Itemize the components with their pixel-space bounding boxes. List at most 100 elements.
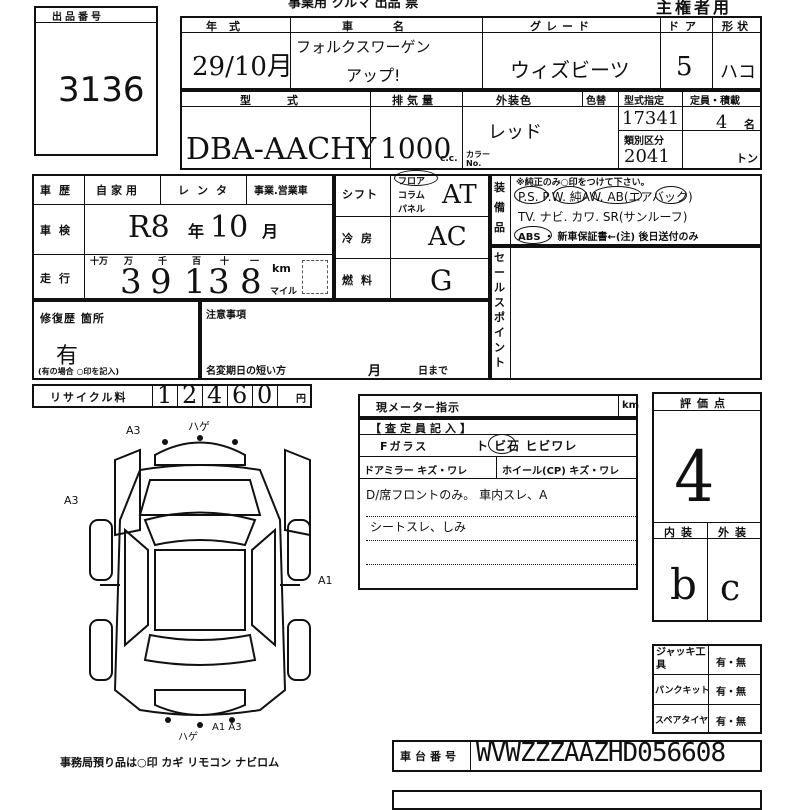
mile-label: マイル (270, 287, 298, 297)
meter-block (358, 394, 638, 418)
equipment-line-2: TV. ナビ. カワ. SR(サンルーフ) (518, 210, 688, 224)
capacity-unit: 名 (744, 118, 755, 131)
grade-label: グレード (530, 20, 594, 33)
model-spec-value: 17341 (622, 108, 680, 129)
mileage-unit-1: 一 (250, 257, 260, 267)
f-glass-label: Fガラス (380, 440, 429, 453)
mileage-unit-10: 十 (220, 257, 230, 267)
lot-box (34, 6, 158, 156)
equipment-label: 装備品 (494, 181, 505, 234)
mileage-digit-3: 1 (184, 262, 206, 302)
meter-label: 現メーター指示 (376, 401, 460, 414)
inspection-label: 車検 (40, 224, 78, 237)
chassis-label: 車台番号 (400, 750, 460, 763)
diagram-mark-a3-left: A3 (64, 494, 79, 507)
pw-circle (553, 186, 587, 204)
recycle-digit-3: 4 (207, 381, 223, 409)
tools-block (652, 644, 762, 734)
diagram-mark-hage-top: ハゲ (188, 420, 210, 433)
score-label: 評価点 (680, 397, 731, 410)
history-label: 車歴 (40, 184, 78, 197)
repair-block (32, 300, 200, 380)
diagram-mark-a1-right: A1 (318, 574, 333, 587)
paint-change-label: 色替 (586, 96, 606, 107)
recycle-digit-1: 1 (157, 381, 173, 409)
diagram-mark-a1a3-bottom: A1 A3 (212, 722, 242, 733)
equipment-note: ※純正のみ○印をつけて下さい。 (516, 178, 650, 188)
lot-label: 出品番号 (52, 12, 104, 23)
sale-point-label: セールスポイント (494, 251, 505, 369)
name-change-month: 月 (368, 364, 383, 379)
aw-circle (592, 186, 642, 204)
mileage-unit-100: 百 (192, 257, 202, 267)
doors-value: 5 (676, 52, 693, 82)
ext-color-label: 外装色 (496, 94, 532, 107)
km-label: km (272, 262, 291, 275)
recycle-block (32, 384, 312, 408)
mirror-label: ドアミラー キズ・ワレ (364, 466, 468, 477)
equipment-block (490, 174, 762, 246)
chassis-block (392, 740, 762, 772)
recycle-label: リサイクル料 (50, 391, 128, 404)
mileage-digit-1: 3 (120, 262, 142, 302)
shape-value: ハコ (720, 62, 756, 83)
maker-value: フォルクスワーゲン (296, 38, 431, 56)
recycle-digit-2: 2 (182, 381, 198, 409)
puncture-label: パンクキット (655, 686, 710, 696)
wheel-label: ホイール(CP) キズ・ワレ (502, 466, 620, 477)
mileage-unit-1k: 千 (158, 257, 168, 267)
exterior-value: c (720, 568, 741, 609)
ab-circle (655, 186, 687, 204)
shift-column: コラム (398, 191, 425, 201)
type-label: 型式 (240, 94, 334, 107)
model-spec-label: 型式指定 (624, 96, 664, 107)
mileage-label: 走行 (40, 272, 78, 285)
mileage-digit-5: 8 (240, 262, 262, 302)
ps-circle (514, 186, 548, 204)
car-diagram (89, 435, 311, 728)
recycle-digit-4: 6 (232, 381, 248, 409)
diagram-mark-hage-bottom: ハゲ (178, 732, 198, 743)
year-value: 29/10月 (192, 52, 293, 82)
interior-label: 内装 (664, 526, 698, 539)
abs-circle (514, 226, 552, 244)
capacity-label: 定員・積載 (690, 96, 740, 107)
inspector-note-1: D/席フロントのみ。 車内スレ、A (366, 488, 548, 502)
inspection-year: 年 (188, 222, 206, 241)
recycle-digit-5: 0 (257, 381, 273, 409)
repair-value: 有 (56, 344, 79, 369)
shift-panel: パネル (398, 205, 426, 215)
load-unit: トン (736, 152, 758, 165)
ac-value: AC (428, 222, 467, 252)
displacement-label: 排気量 (392, 94, 437, 107)
history-business: 事業.営業車 (254, 186, 308, 197)
office-items: 事務局預り品は○印 カギ リモコン ナビロム (60, 756, 280, 769)
exterior-label: 外装 (718, 526, 752, 539)
history-private: 自家用 (96, 184, 141, 197)
for-owner-label: 主権者用 (656, 0, 733, 17)
fuel-label: 燃料 (342, 274, 380, 287)
displacement-value: 1000 (380, 132, 452, 165)
grade-value: ウィズビーツ (510, 58, 630, 82)
class-label: 類別区分 (624, 136, 664, 147)
jack-label: ジャッキ工具 (656, 647, 706, 671)
history-block (32, 174, 334, 300)
inspector-block (358, 418, 638, 590)
model-value: アップ! (346, 66, 401, 85)
diagram-mark-a3-top: A3 (126, 424, 141, 437)
repair-label: 修復歴 箇所 (40, 312, 105, 325)
chip-circle (488, 434, 516, 454)
class-value: 2041 (624, 146, 670, 167)
name-change-label: 名変期日の短い方 (206, 366, 286, 377)
inspection-month-value: 10 (210, 210, 249, 245)
mileage-unit-100k: 十万 (90, 257, 109, 267)
notes-label: 注意事項 (206, 310, 246, 321)
year-label: 年式 (206, 20, 252, 33)
fuel-value: G (430, 264, 453, 297)
color-no-label: カラーNo. (466, 150, 490, 168)
meter-unit: km (622, 400, 640, 411)
bottom-partial-box (392, 790, 762, 810)
vehicle-info-row1 (180, 16, 762, 90)
history-rental: レンタ (178, 184, 235, 197)
capacity-value: 4 (716, 112, 728, 133)
